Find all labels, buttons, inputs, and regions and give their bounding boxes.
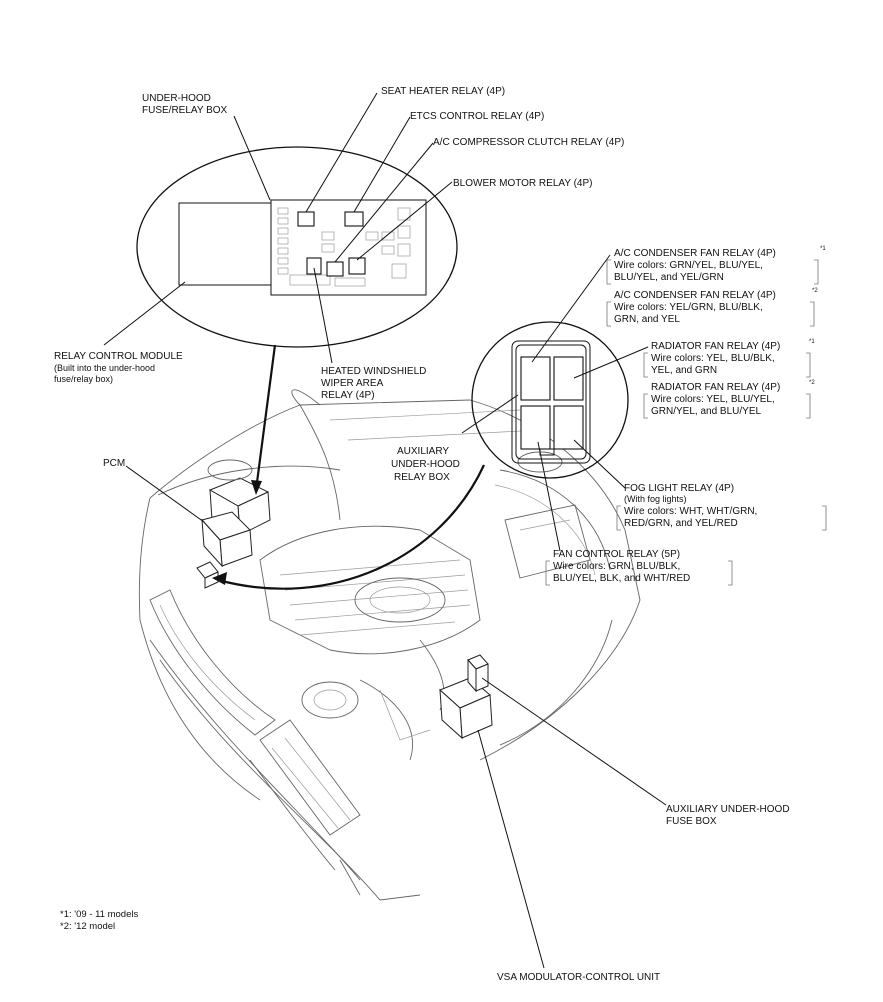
ac-condenser-fan-relay-1-wires-1: Wire colors: GRN/YEL, BLU/YEL,: [614, 260, 763, 271]
ac-condenser-fan-relay-2-note: *2: [812, 288, 818, 294]
ac-condenser-fan-relay-2-wires-2: GRN, and YEL: [614, 314, 680, 325]
seat-heater-relay-label: SEAT HEATER RELAY (4P): [381, 86, 505, 97]
fog-light-relay-sub: (With fog lights): [624, 494, 687, 504]
radiator-fan-relay-1-title: RADIATOR FAN RELAY (4P): [651, 341, 780, 352]
car-illustration: [138, 389, 641, 901]
fan-control-relay-wires-1: Wire colors: GRN, BLU/BLK,: [553, 561, 680, 572]
auxiliary-relay-box-label-2: UNDER-HOOD: [391, 459, 460, 470]
footnote-2: *2: '12 model: [60, 921, 115, 932]
ac-condenser-fan-relay-2-wires-1: Wire colors: YEL/GRN, BLU/BLK,: [614, 302, 763, 313]
etcs-control-relay-label: ETCS CONTROL RELAY (4P): [410, 111, 544, 122]
heated-windshield-label-3: RELAY (4P): [321, 390, 375, 401]
relay-control-module-title: RELAY CONTROL MODULE: [54, 351, 183, 362]
underhood-box-label-line2: FUSE/RELAY BOX: [142, 105, 228, 116]
radiator-fan-relay-2-note: *2: [809, 380, 815, 386]
auxiliary-relay-box-label-3: RELAY BOX: [394, 472, 450, 483]
radiator-fan-relay-2-title: RADIATOR FAN RELAY (4P): [651, 382, 780, 393]
radiator-fan-relay-1-wires-1: Wire colors: YEL, BLU/BLK,: [651, 353, 775, 364]
vsa-unit-label: VSA MODULATOR-CONTROL UNIT: [497, 972, 660, 983]
fog-light-relay-wires-2: RED/GRN, and YEL/RED: [624, 518, 738, 529]
radiator-fan-relay-2-wires-1: Wire colors: YEL, BLU/YEL,: [651, 394, 775, 405]
blower-motor-relay-label: BLOWER MOTOR RELAY (4P): [453, 178, 592, 189]
auxiliary-fuse-box-label-1: AUXILIARY UNDER-HOOD: [666, 804, 790, 815]
radiator-fan-relay-1-wires-2: YEL, and GRN: [651, 365, 717, 376]
labels: UNDER-HOOD FUSE/RELAY BOX SEAT HEATER RE…: [54, 86, 827, 983]
leader-lines: [103, 92, 667, 969]
ac-condenser-fan-relay-2-title: A/C CONDENSER FAN RELAY (4P): [614, 290, 776, 301]
pcm-label: PCM: [103, 458, 125, 469]
auxiliary-relay-box-label-1: AUXILIARY: [397, 446, 449, 457]
underhood-box-detail: [136, 146, 458, 348]
underhood-box-label-line1: UNDER-HOOD: [142, 93, 211, 104]
fan-control-relay-wires-2: BLU/YEL, BLK, and WHT/RED: [553, 573, 690, 584]
ac-condenser-fan-relay-1-wires-2: BLU/YEL, and YEL/GRN: [614, 272, 724, 283]
footnote-1: *1: '09 - 11 models: [60, 909, 138, 920]
heated-windshield-label-2: WIPER AREA: [321, 378, 384, 389]
auxiliary-relay-box-detail: [471, 321, 629, 479]
radiator-fan-relay-1-note: *1: [809, 339, 815, 345]
relay-control-module-sub-2: fuse/relay box): [54, 374, 113, 384]
radiator-fan-relay-2-wires-2: GRN/YEL, and BLU/YEL: [651, 406, 761, 417]
ac-condenser-fan-relay-1-note: *1: [820, 246, 826, 252]
ac-condenser-fan-relay-1-title: A/C CONDENSER FAN RELAY (4P): [614, 248, 776, 259]
auxiliary-fuse-box-label-2: FUSE BOX: [666, 816, 717, 827]
heated-windshield-label-1: HEATED WINDSHIELD: [321, 366, 426, 377]
ac-compressor-clutch-relay-label: A/C COMPRESSOR CLUTCH RELAY (4P): [433, 137, 624, 148]
fan-control-relay-title: FAN CONTROL RELAY (5P): [553, 549, 680, 560]
fog-light-relay-wires-1: Wire colors: WHT, WHT/GRN,: [624, 506, 757, 517]
fog-light-relay-title: FOG LIGHT RELAY (4P): [624, 483, 734, 494]
relay-control-module-sub-1: (Built into the under-hood: [54, 363, 155, 373]
